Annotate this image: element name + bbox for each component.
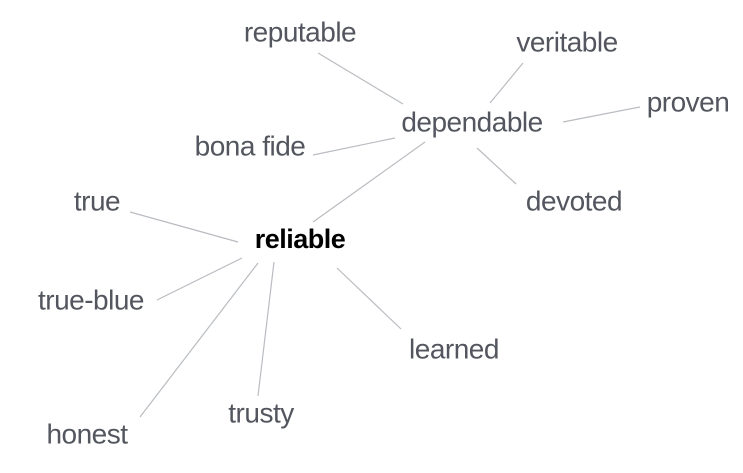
edge-dependable-devoted [476, 147, 517, 185]
node-group: reliable dependable reputable veritable … [38, 17, 730, 450]
edge-reliable-learned [336, 267, 402, 330]
edge-group [129, 52, 641, 418]
edge-reliable-trusty [257, 261, 275, 397]
node-true[interactable]: true [74, 186, 121, 217]
node-trusty[interactable]: trusty [228, 398, 294, 429]
node-learned[interactable]: learned [409, 334, 499, 365]
node-honest[interactable]: honest [46, 419, 128, 450]
node-reputable[interactable]: reputable [244, 17, 357, 48]
node-veritable[interactable]: veritable [516, 27, 618, 58]
edge-dependable-reputable [317, 52, 404, 105]
edge-dependable-proven [562, 106, 641, 123]
node-true-blue[interactable]: true-blue [38, 285, 145, 316]
node-reliable: reliable [255, 224, 346, 254]
node-dependable[interactable]: dependable [401, 107, 543, 138]
edge-reliable-true [129, 211, 239, 243]
node-devoted[interactable]: devoted [526, 186, 623, 217]
edge-dependable-bona-fide [312, 137, 396, 156]
edge-dependable-veritable [489, 62, 524, 104]
edge-reliable-honest [139, 262, 259, 418]
edge-reliable-true-blue [156, 257, 243, 301]
edge-reliable-dependable [312, 141, 426, 223]
node-bona-fide[interactable]: bona fide [195, 131, 306, 162]
node-proven[interactable]: proven [647, 87, 730, 118]
